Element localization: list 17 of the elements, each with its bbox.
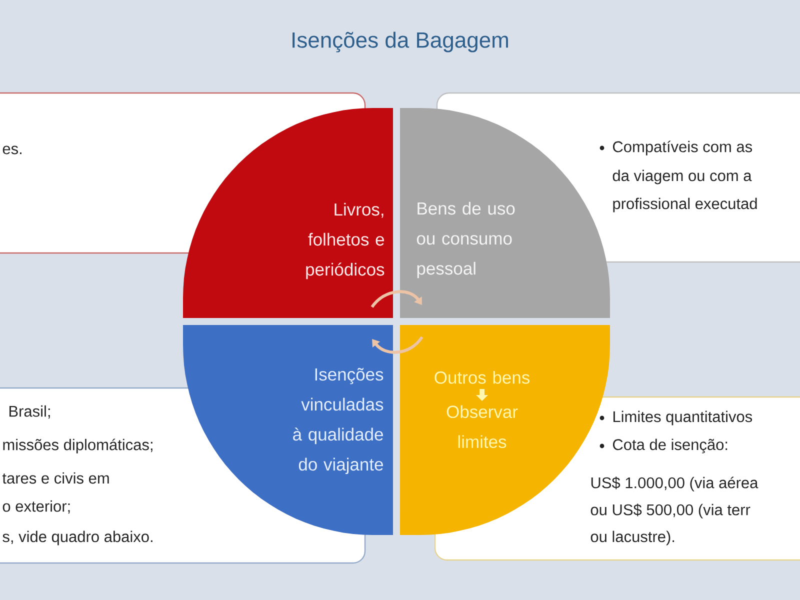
list-item: Limites quantitativos [613,410,752,426]
list-item: tares e civis em [2,472,109,484]
list-item: o exterior; [2,500,70,514]
curved-arrow [372,336,424,354]
quadrant: Bens de uso ou consumo pessoal [400,108,610,318]
list-item: da viagem ou com a [612,170,752,184]
list-item: profissional executad [613,198,757,212]
title: Isenções da Bagagem [292,32,508,52]
quadrant: Livros, folhetos e periódicos [183,108,393,318]
list-item: Compatíveis com as [613,140,752,156]
quadrant: Isenções vinculadas à qualidade do viajante [183,325,393,535]
list-item: es. [2,146,22,154]
curved-arrow [370,290,422,308]
list-item: Cota de isenção: [613,438,728,454]
list-item: Brasil; [9,405,50,419]
list-item: missões diplomáticas; [3,438,152,454]
list-item: s, vide quadro abaixo. [2,530,152,546]
